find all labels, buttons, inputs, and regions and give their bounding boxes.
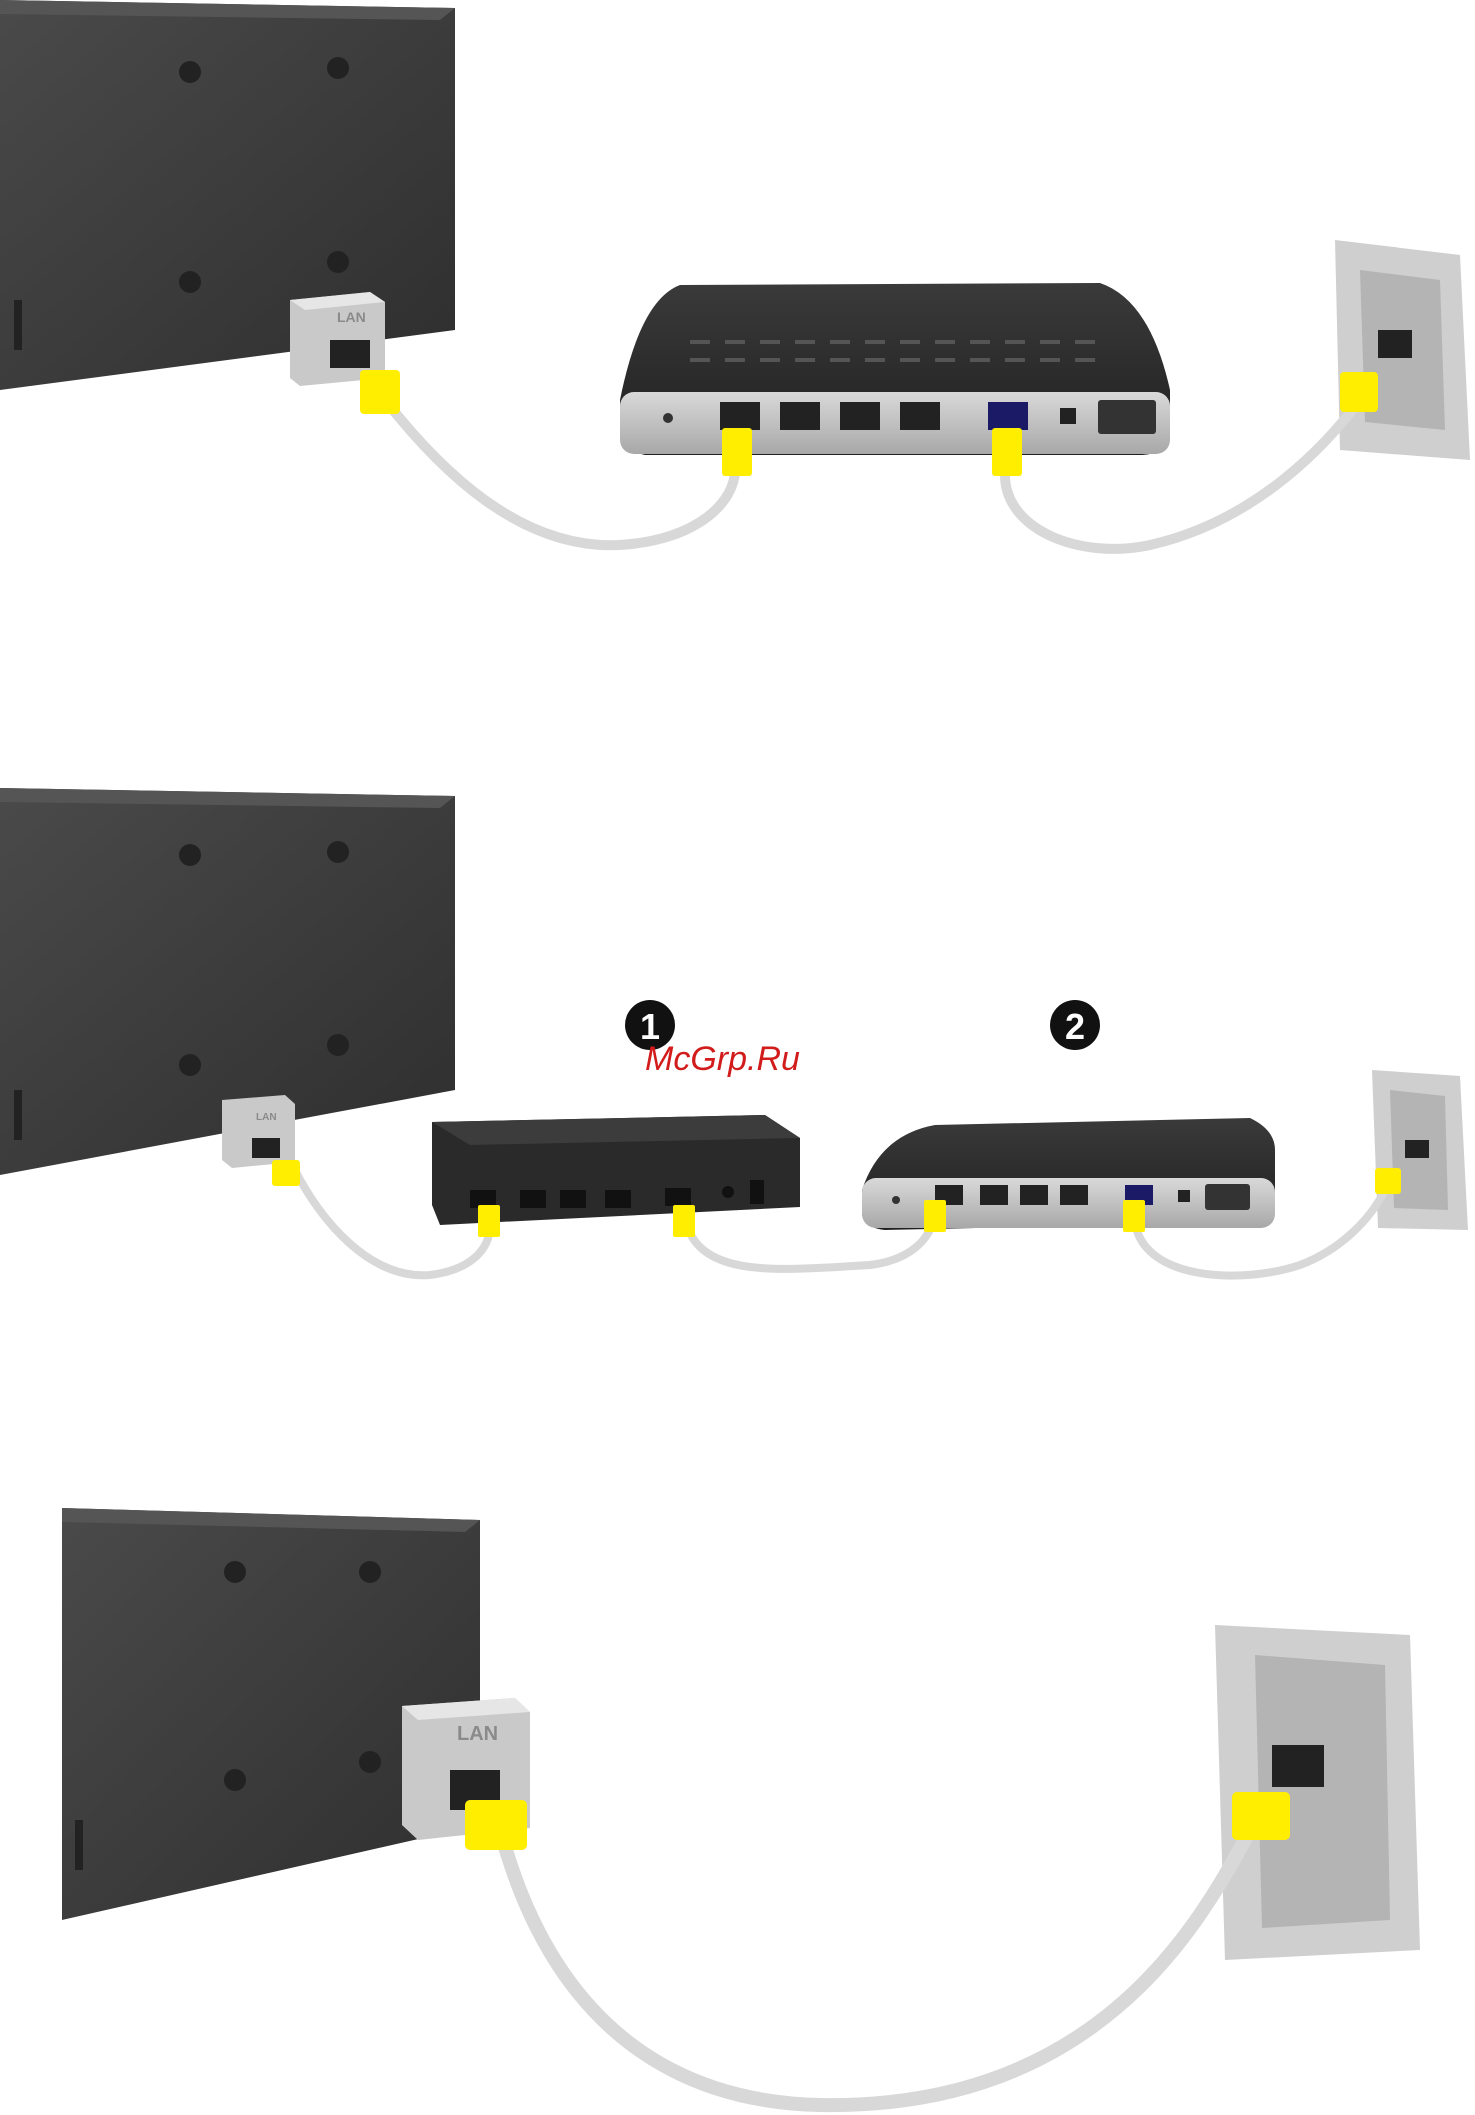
router-icon: [620, 283, 1170, 455]
diagram-tv-switch-router-wall: LAN 1 2 McGrp.Ru: [0, 760, 1475, 1320]
step-two-number: 2: [1065, 1006, 1085, 1047]
lan-label: LAN: [256, 1112, 277, 1123]
lan-label: LAN: [337, 309, 366, 325]
wall-jack-icon: [1372, 1070, 1468, 1230]
watermark-text: McGrp.Ru: [645, 1040, 800, 1078]
ethernet-cable-icon: [500, 1830, 1245, 2105]
rj45-connector-icon: [465, 1792, 1290, 1850]
lan-port-icon: LAN: [222, 1095, 295, 1168]
diagram-tv-router-wall: LAN: [0, 0, 1475, 620]
diagram-tv-wall-direct: LAN: [0, 1480, 1475, 2115]
tv-back-icon: [0, 0, 455, 390]
step-two-badge: 2: [1050, 1000, 1100, 1050]
wall-jack-icon: [1335, 240, 1470, 460]
router-icon: [862, 1118, 1275, 1230]
lan-label: LAN: [457, 1723, 498, 1745]
